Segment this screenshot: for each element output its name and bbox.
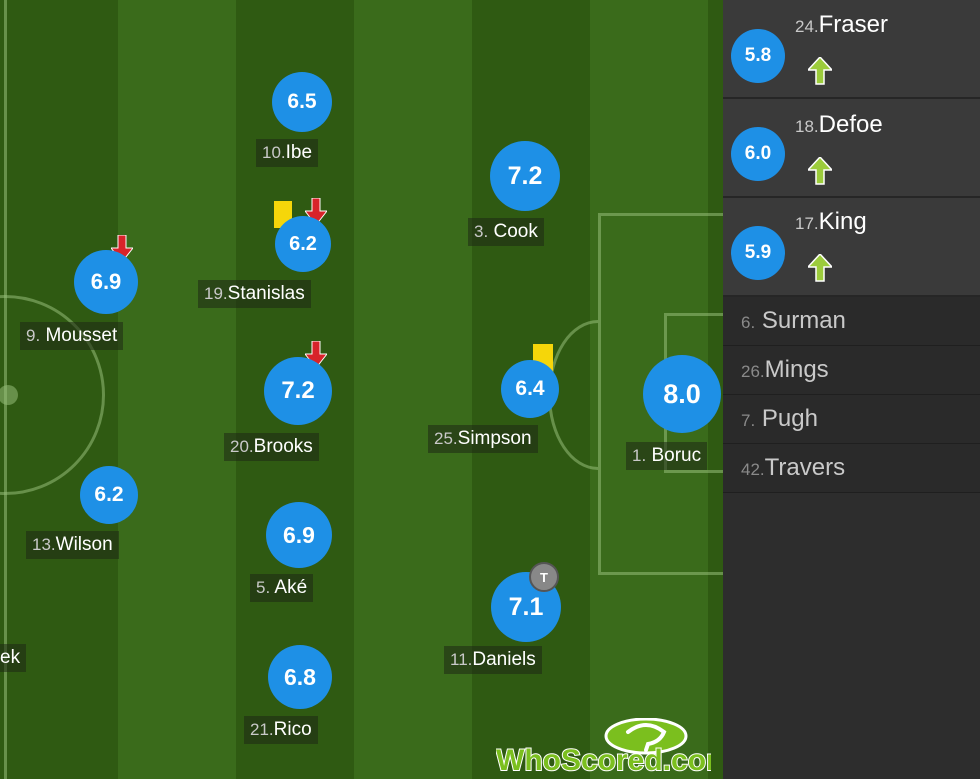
player-name: 5. Aké [250,574,314,602]
sub-row[interactable]: 5.8 24.Fraser [723,0,980,99]
player-name: 20.Brooks [224,433,319,461]
sub-off-arrow-icon [111,235,133,263]
rating-bubble: 7.2 [264,357,332,425]
sub-row[interactable]: 6.0 18.Defoe [723,99,980,198]
sub-on-arrow-icon [808,157,832,185]
rating-bubble: 5.9 [731,226,785,280]
sub-row[interactable]: 5.9 17.King [723,198,980,297]
player-name: 25.Simpson [428,425,538,453]
rating-bubble: 5.8 [731,29,785,83]
rating-bubble: 7.2 [490,141,560,211]
rating-bubble: 6.5 [272,72,332,132]
bench-name: 26.Mings [741,356,829,383]
bench-name: 42.Travers [741,454,846,481]
bench-row[interactable]: 42.Travers [723,444,980,493]
rating-bubble: 6.2 [80,466,138,524]
sub-name: 17.King [795,208,867,235]
player-name: 3. Cook [468,218,544,246]
player-name: 1. Boruc [626,442,708,470]
rating-bubble: 6.0 [731,127,785,181]
rating-bubble: 6.9 [266,502,332,568]
player-name: 19.Stanislas [198,280,311,308]
rating-bubble: 6.2 [275,216,331,272]
center-spot [0,385,18,405]
rating-bubble: 6.8 [268,645,332,709]
bench-name: 7. Pugh [741,405,818,432]
sub-name: 18.Defoe [795,111,883,138]
penalty-box [598,213,723,575]
sub-on-arrow-icon [808,57,832,85]
sub-off-arrow-icon [305,341,327,369]
player-name: 13.Wilson [26,531,119,559]
pitch: 6.5 10.Ibe 6.2 19.Stanislas 6.9 9. Mouss… [0,0,723,779]
bench-name: 6. Surman [741,307,846,334]
sub-on-arrow-icon [808,254,832,282]
player-name-partial: ek [0,644,27,672]
rating-bubble: 6.4 [501,360,559,418]
substitutes-panel: 5.8 24.Fraser 6.0 18.Defoe 5.9 17.King 6… [723,0,980,779]
whoscored-logo-icon: WhoScored.com [495,717,723,778]
whoscored-logo: WhoScored.com [495,717,723,779]
rating-bubble: 8.0 [643,355,721,433]
player-name: 9. Mousset [20,322,124,350]
sub-off-arrow-icon [305,198,327,226]
sub-name: 24.Fraser [795,11,888,38]
player-name: 11.Daniels [444,646,542,674]
bench-row[interactable]: 7. Pugh [723,395,980,444]
rating-bubble: 6.9 [74,250,138,314]
bench-row[interactable]: 26.Mings [723,346,980,395]
player-badge-icon: T [529,562,559,592]
player-name: 10.Ibe [256,139,319,167]
bench-row[interactable]: 6. Surman [723,297,980,346]
player-name: 21.Rico [244,716,318,744]
svg-text:WhoScored.com: WhoScored.com [496,744,711,776]
